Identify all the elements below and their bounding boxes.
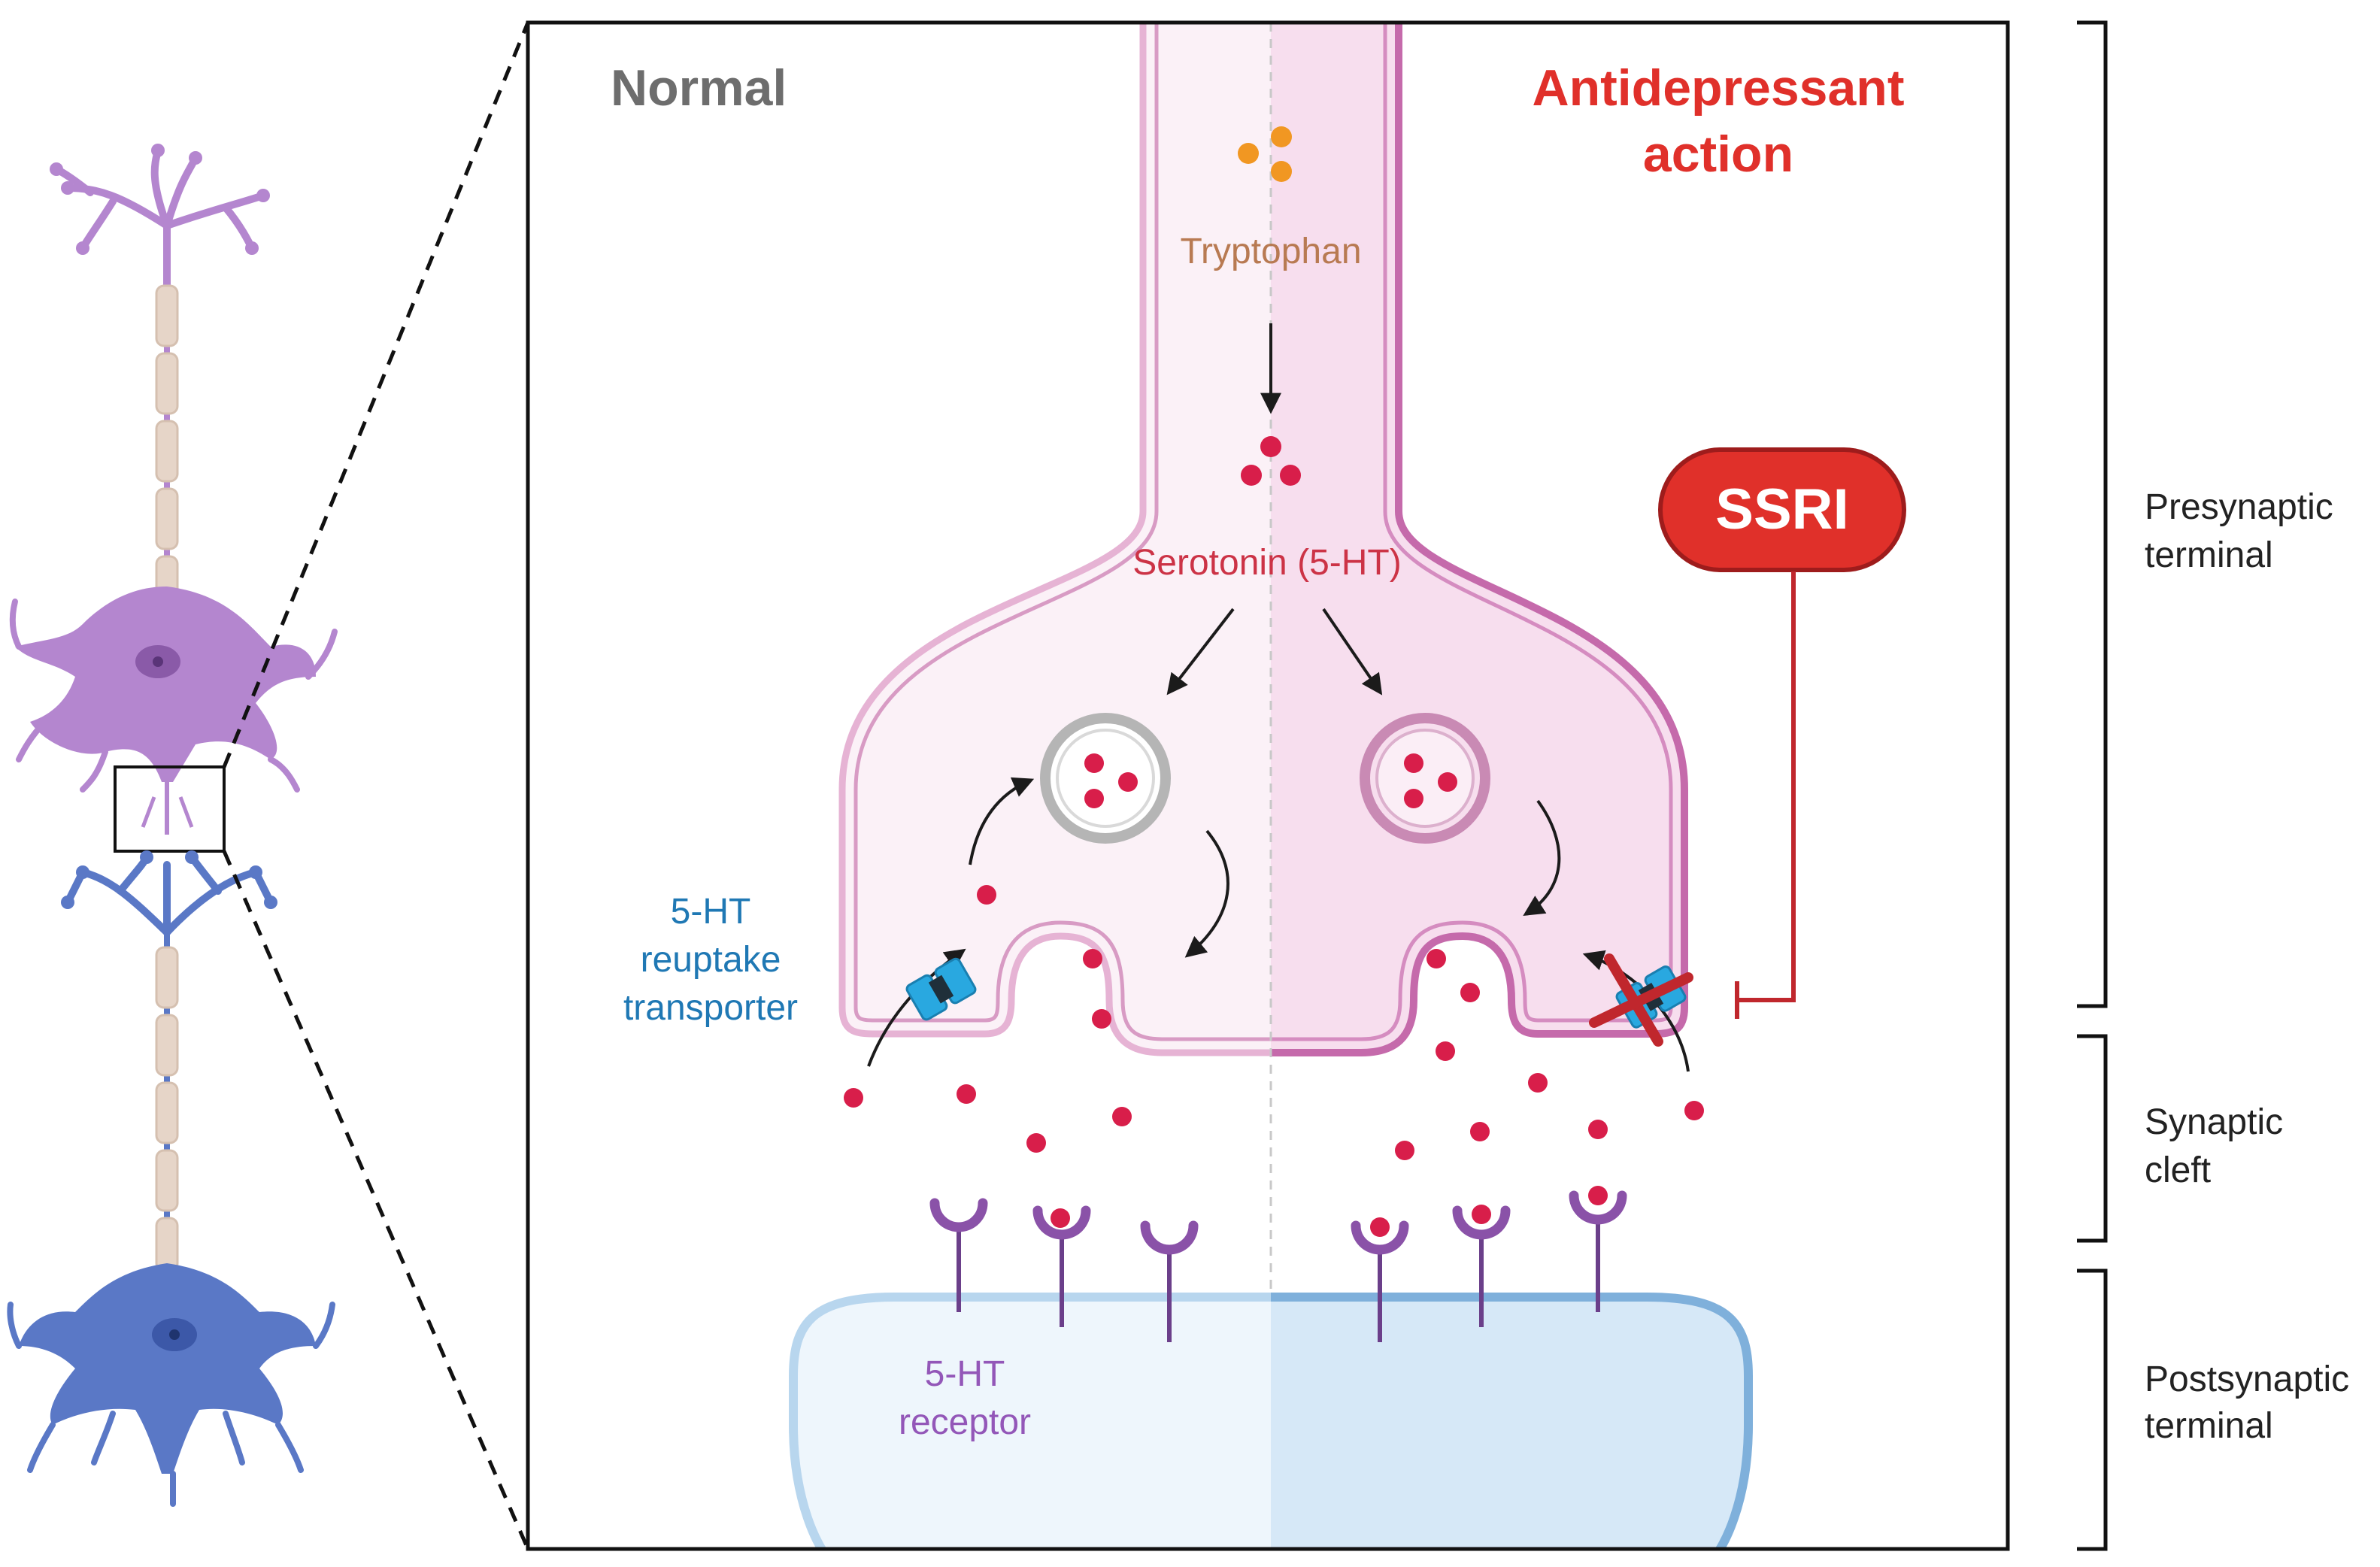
lower-soma-branches: [7, 1302, 335, 1507]
bracket-cleft: [2077, 1034, 2108, 1243]
upper-myelin: [155, 284, 179, 611]
lower-dendrites: [64, 853, 274, 936]
presynaptic-label-1: Presynaptic: [2145, 487, 2333, 527]
postsynaptic-left-fill: [793, 1297, 1271, 1549]
presynaptic-right-membrane-inner: [1271, 23, 1673, 1041]
cleft-label-2: cleft: [2145, 1150, 2211, 1190]
zoom-line-top: [222, 22, 530, 768]
repackaging-arrow: [969, 777, 1035, 865]
transporter-label-2: reuptake: [641, 940, 781, 980]
bracket-presynaptic: [2077, 20, 2108, 1008]
synapse-panel: SSRI: [526, 20, 2010, 1551]
ssri-badge: SSRI: [1658, 447, 1906, 572]
upper-soma-branches: [9, 599, 338, 793]
postsynaptic-right-membrane: [1271, 1293, 1753, 1549]
presynaptic-label-2: terminal: [2145, 535, 2273, 575]
upper-soma: [15, 586, 316, 782]
transporter-left: [905, 957, 977, 1021]
transporter-label-3: transporter: [623, 988, 798, 1028]
tryptophan-molecules: [1238, 126, 1292, 182]
inhibition-line: [1737, 571, 1796, 1002]
zoom-box: [114, 765, 226, 853]
blocked-mark: [1589, 953, 1693, 1047]
vesicle-left: [1040, 713, 1171, 844]
receptor-label-1: 5-HT: [925, 1354, 1005, 1394]
packaging-arrow-left: [1166, 608, 1235, 696]
postsynaptic-label-1: Postsynaptic: [2145, 1359, 2349, 1399]
neuron-illustration: [7, 144, 338, 1507]
serotonin-cleft-molecules: [844, 885, 1704, 1237]
upper-dendrites: [53, 147, 267, 305]
receptor-cups: [929, 1190, 1627, 1255]
tryptophan-label: Tryptophan: [1180, 232, 1361, 271]
postsynaptic-left-membrane: [789, 1293, 1271, 1549]
vesicle-right: [1360, 713, 1490, 844]
cleft-label-1: Synaptic: [2145, 1102, 2283, 1142]
zoom-line-bottom: [222, 850, 530, 1550]
release-arrow-right: [1523, 799, 1561, 917]
upper-dendrite-tips: [50, 144, 270, 255]
postsynaptic-right-fill: [1271, 1297, 1748, 1549]
presynaptic-left-membrane-inner: [853, 23, 1271, 1041]
receptors: [957, 1222, 1600, 1342]
presynaptic-right-membrane: [1271, 23, 1688, 1056]
postsynaptic-label-2: terminal: [2145, 1406, 2273, 1446]
title-normal: Normal: [611, 59, 787, 117]
lower-myelin: [155, 946, 179, 1272]
title-action: action: [1643, 126, 1793, 183]
packaging-arrow-right: [1322, 608, 1383, 696]
bracket-postsynaptic: [2077, 1268, 2108, 1551]
lower-soma: [19, 1263, 316, 1474]
release-arrow-left: [1184, 829, 1229, 958]
receptor-label-2: receptor: [899, 1402, 1031, 1442]
ssri-label: SSRI: [1715, 477, 1848, 541]
title-antidepressant: Antidepressant: [1533, 59, 1905, 117]
serotonin-cluster: [1241, 436, 1301, 486]
panel-border: [526, 20, 2010, 1551]
region-brackets: [2077, 20, 2108, 1551]
serotonin-label: Serotonin (5-HT): [1132, 543, 1401, 583]
lower-dendrite-tips: [61, 850, 277, 909]
presynaptic-left-membrane: [838, 23, 1271, 1056]
transporter-label-1: 5-HT: [671, 892, 751, 932]
